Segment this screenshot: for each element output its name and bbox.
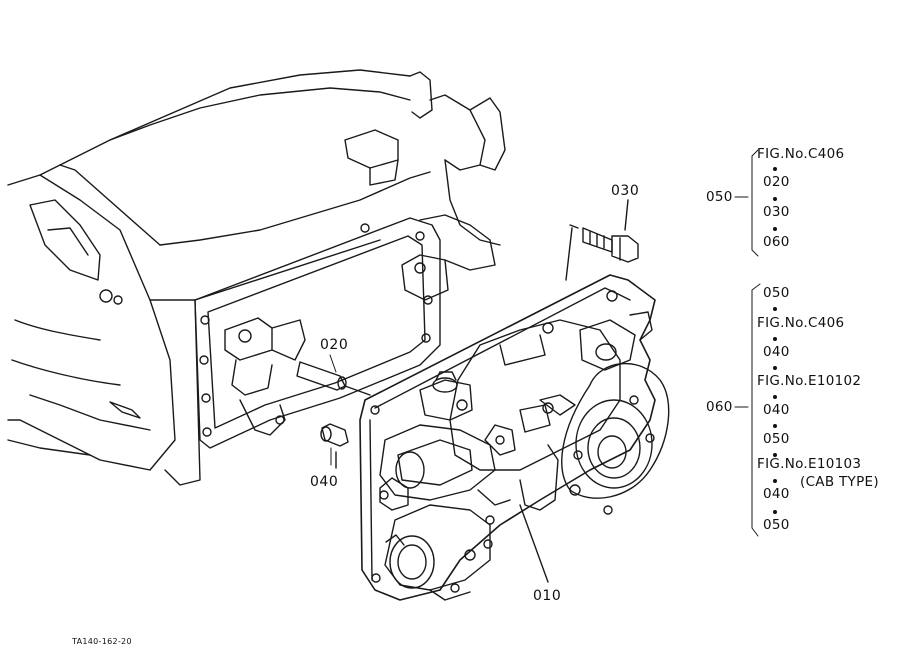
bolt-030: [565, 199, 639, 281]
ref-050-line: FIG.No.C406: [757, 146, 845, 162]
ref-050-line: 060: [763, 234, 790, 250]
leader-lines: [329, 196, 749, 466]
ref-dot: [773, 337, 777, 341]
ref-dot: [773, 479, 777, 483]
ref-060-line: (CAB TYPE): [800, 474, 879, 490]
ref-050-label: 050: [706, 189, 733, 205]
ref-060-line: 040: [763, 344, 790, 360]
housing-mounting-face: [194, 217, 441, 449]
pin-020: [296, 361, 371, 396]
ref-dot: [773, 197, 777, 201]
upper-bosses: [344, 71, 506, 301]
ref-060-line: 040: [763, 402, 790, 418]
transmission-housing: [7, 69, 431, 486]
ref-060-line: 050: [763, 285, 790, 301]
ref-dot: [773, 395, 777, 399]
ref-060-label: 060: [706, 399, 733, 415]
valve-assembly-010: [359, 274, 670, 601]
ref-dot: [773, 424, 777, 428]
ref-060-line: FIG.No.E10103: [757, 456, 862, 472]
ref-dot: [773, 510, 777, 514]
callout-030: 030: [611, 183, 640, 199]
ref-dot: [773, 227, 777, 231]
ref-060-line: 050: [763, 431, 790, 447]
ref-060-line: 050: [763, 517, 790, 533]
callout-020: 020: [320, 337, 349, 353]
callout-040: 040: [310, 474, 339, 490]
ref-060-line: 040: [763, 486, 790, 502]
callout-010: 010: [533, 588, 562, 604]
ref-050-line: 020: [763, 174, 790, 190]
ref-060-line: FIG.No.C406: [757, 315, 845, 331]
ref-dot: [773, 307, 777, 311]
ref-dot: [773, 366, 777, 370]
ref-dot: [773, 167, 777, 171]
ref-dot: [773, 453, 777, 457]
collar-040: [320, 423, 349, 469]
ref-brackets: [751, 149, 761, 537]
ref-060-line: FIG.No.E10102: [757, 373, 862, 389]
ref-050-line: 030: [763, 204, 790, 220]
figure-code: TA140-162-20: [72, 637, 132, 646]
